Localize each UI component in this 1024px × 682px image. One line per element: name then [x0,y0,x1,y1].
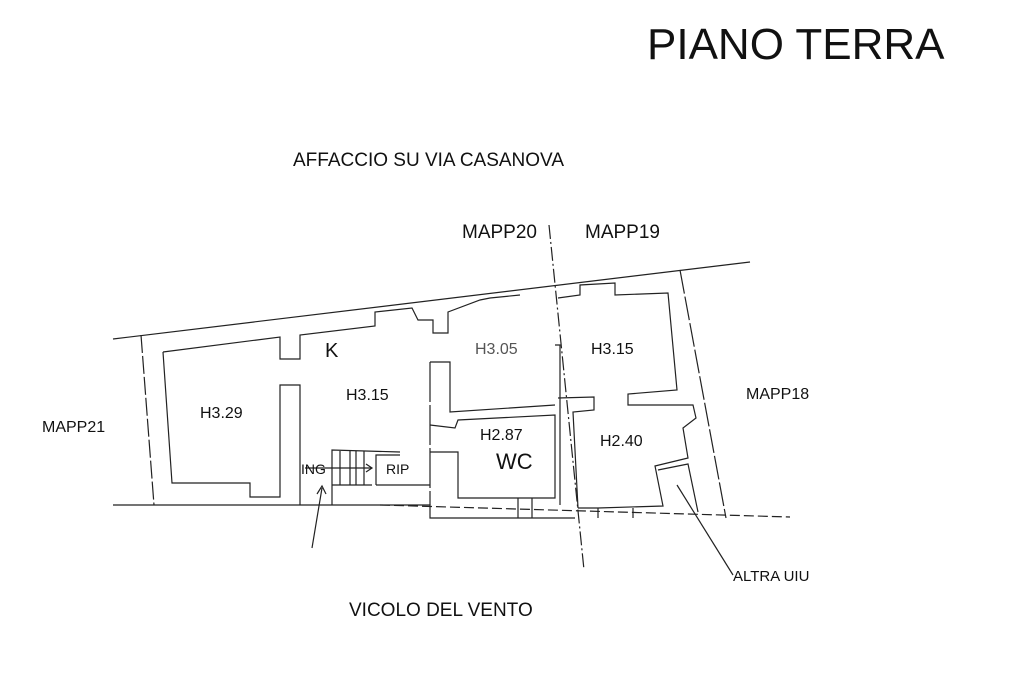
entry-pointer [311,487,323,549]
room-height-wc: H2.87 [480,427,523,444]
wall-right-left [557,396,595,509]
parcel-divider [548,224,585,571]
south-street-label: VICOLO DEL VENTO [349,600,533,621]
parcel-label-mapp21: MAPP21 [42,419,106,436]
room-label-kitchen: K [325,340,339,362]
parcel-label-mapp19: MAPP19 [585,222,660,243]
east-wall [679,269,727,519]
room-height-left: H3.29 [200,405,243,422]
room-height-kitchen: H3.15 [346,387,389,404]
north-boundary-line [112,261,751,340]
parcel-label-mapp20: MAPP20 [462,222,537,243]
other-unit-label: ALTRA UIU [733,568,810,585]
page-title: PIANO TERRA [647,20,945,69]
room-height-mid: H3.05 [475,341,518,358]
stairs [331,449,401,505]
room-height-right-bottom: H2.40 [600,433,643,450]
north-street-label: AFFACCIO SU VIA CASANOVA [293,150,564,171]
wc-walls [429,414,556,499]
parcel-label-mapp18: MAPP18 [746,386,810,403]
wall-left-room [162,351,301,505]
storage-label: RIP [386,461,410,477]
room-label-wc: WC [496,449,533,474]
wall-right [557,282,697,509]
other-unit-wall [657,463,699,513]
other-unit-leader [676,484,734,576]
wall-h305 [430,361,556,413]
room-height-right-top: H3.15 [591,341,634,358]
entrance-label: ING [301,461,326,477]
west-wall [140,334,155,506]
south-boundary-dashed [379,504,791,518]
storage-wall [375,454,400,485]
wall-north-inner [162,294,521,360]
